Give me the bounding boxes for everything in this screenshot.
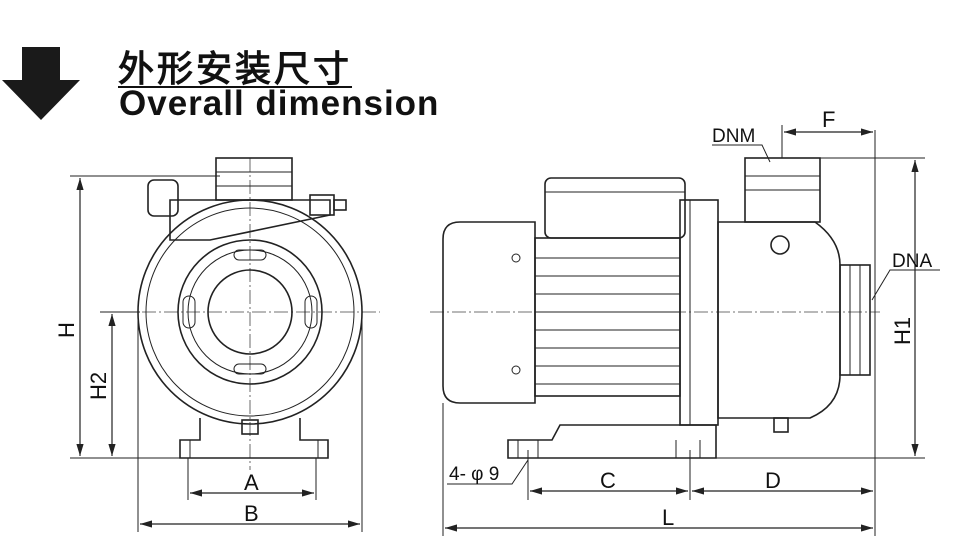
dim-label-D: D xyxy=(765,468,781,493)
dim-label-B: B xyxy=(244,501,259,526)
dim-label-H: H xyxy=(54,322,79,338)
arrow-down-icon xyxy=(2,47,80,120)
label-DNA: DNA xyxy=(892,251,932,272)
front-view xyxy=(120,157,380,470)
title-chinese: 外形安装尺寸 xyxy=(118,49,353,90)
label-DNM: DNM xyxy=(712,126,755,147)
dim-label-H1: H1 xyxy=(890,317,915,345)
title-english: Overall dimension xyxy=(119,84,440,123)
label-mounting-holes: 4- φ 9 xyxy=(449,464,499,485)
dim-label-H2: H2 xyxy=(86,372,111,400)
dim-label-C: C xyxy=(600,468,616,493)
front-dimensions: H H2 A B xyxy=(54,175,363,532)
dim-label-F: F xyxy=(822,107,835,132)
dim-label-L: L xyxy=(662,505,674,530)
side-view xyxy=(430,157,880,459)
dim-label-A: A xyxy=(244,470,259,495)
side-dimensions: L C D F H1 DNM DNA 4- φ 9 xyxy=(442,107,940,536)
